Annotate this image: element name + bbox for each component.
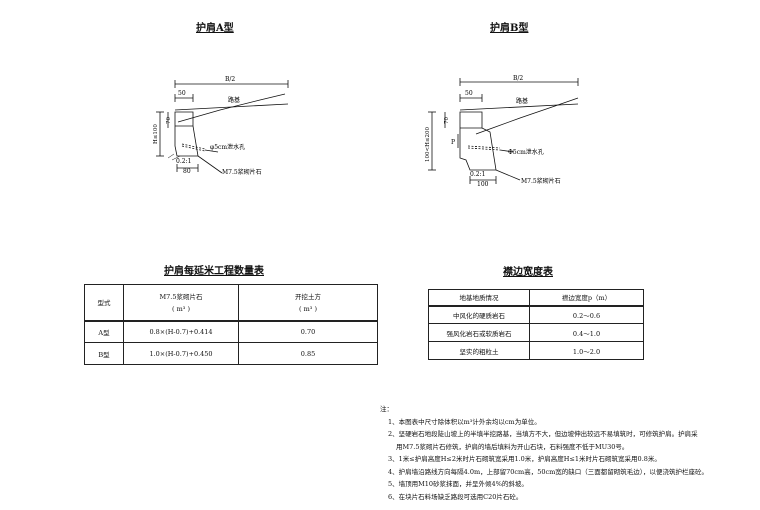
quantity-header-masonry: M7.5浆砌片石 ( m³ ) xyxy=(123,284,239,322)
width-header-geology: 地基地质情况 xyxy=(428,289,530,307)
diagram-b-drain-label: Φ5cm泄水孔 xyxy=(508,148,544,156)
diagram-b-dim-top: B/2 xyxy=(513,75,523,82)
notes: 注： 1、本图表中尺寸除体积以m³计外余均以cm为单位。 2、坚硬岩石地段陡山坡… xyxy=(380,403,708,503)
diagram-b-drawing: B/2 50 路基 70 100<H≤200 P Φ5cm泄水孔 0.2:1 1… xyxy=(425,75,579,188)
note-item: 3、1米≤护肩高度H≤2米时片石砌筑宽采用1.0米，护肩高度H≤1米时片石砌筑宽… xyxy=(388,455,661,463)
table-row: 坚实的粗粒土 1.0～2.0 xyxy=(428,341,644,360)
quantity-table-title: 护肩每延米工程数量表 xyxy=(164,266,264,277)
notes-heading: 注： xyxy=(380,405,393,413)
diagram-a-title: 护肩A型 xyxy=(196,23,234,34)
diagram-a-dim-height: H≤100 xyxy=(153,124,159,144)
note-item: 4、护肩墙沿路线方向每隔4.0m，上部留70cm高，50cm宽的缺口（三面都留砌… xyxy=(388,467,709,476)
diagram-a-drawing: B/2 50 路基 70 H≤100 φ5cm泄水孔 0.2:1 80 M7.5… xyxy=(153,76,289,176)
diagram-a-drain-label: φ5cm泄水孔 xyxy=(210,143,245,151)
diagram-b-p-label: P xyxy=(451,139,455,146)
diagram-a-dim-top: B/2 xyxy=(225,76,235,83)
diagram-b-dim-height: 100<H≤200 xyxy=(425,126,431,162)
note-item: 2、坚硬岩石地段陡山坡上的半填半挖路基，当填方不大，但边坡伸出较远不易填筑时，可… xyxy=(388,430,698,438)
table-row: 强风化岩石或软质岩石 0.4～1.0 xyxy=(428,323,644,342)
diagram-a-road-label: 路基 xyxy=(228,96,240,104)
width-table-title: 襟边宽度表 xyxy=(503,267,553,278)
width-header-width: 襟边宽度p（m） xyxy=(529,289,644,307)
diagram-b-slope-label: 0.2:1 xyxy=(470,171,485,178)
note-item: 1、本图表中尺寸除体积以m³计外余均以cm为单位。 xyxy=(388,417,541,426)
diagram-a-slope-label: 0.2:1 xyxy=(176,158,191,165)
table-row: A型 0.8×(H-0.7)+0.414 0.70 xyxy=(84,320,378,343)
diagram-b-material-label: M7.5浆砌片石 xyxy=(521,177,561,185)
diagram-b-road-label: 路基 xyxy=(516,97,528,105)
quantity-header-type: 型式 xyxy=(84,284,124,322)
quantity-header-excavation: 开挖土方 ( m³ ) xyxy=(238,284,378,322)
table-row: 中风化的硬质岩石 0.2～0.6 xyxy=(428,305,644,324)
diagram-b-dim-70: 70 xyxy=(444,117,450,124)
note-item: 6、在块片石料场缺乏路段可选用C20片石砼。 xyxy=(388,492,523,501)
diagram-b-dim-bottom: 100 xyxy=(477,181,489,188)
quantity-table: 型式 M7.5浆砌片石 ( m³ ) 开挖土方 ( m³ ) A型 0.8×(H… xyxy=(84,284,378,365)
diagram-a-dim-50: 50 xyxy=(178,90,186,97)
note-item: 用M7.5浆砌片石修筑，护肩的墙后填料为开山石块，石料强度不低于MU30号。 xyxy=(396,442,629,451)
diagram-a-material-label: M7.5浆砌片石 xyxy=(222,168,262,176)
diagram-a-dim-bottom: 80 xyxy=(183,168,191,175)
diagram-a-dim-70: 70 xyxy=(166,117,172,124)
diagram-b-title: 护肩B型 xyxy=(490,23,529,34)
table-row: B型 1.0×(H-0.7)+0.450 0.85 xyxy=(84,342,378,365)
width-table: 地基地质情况 襟边宽度p（m） 中风化的硬质岩石 0.2～0.6 强风化岩石或软… xyxy=(428,289,644,360)
note-item: 5、墙顶用M10砂浆抹面，并呈外倾4%的斜坡。 xyxy=(388,480,528,488)
diagram-b-dim-50: 50 xyxy=(465,90,473,97)
